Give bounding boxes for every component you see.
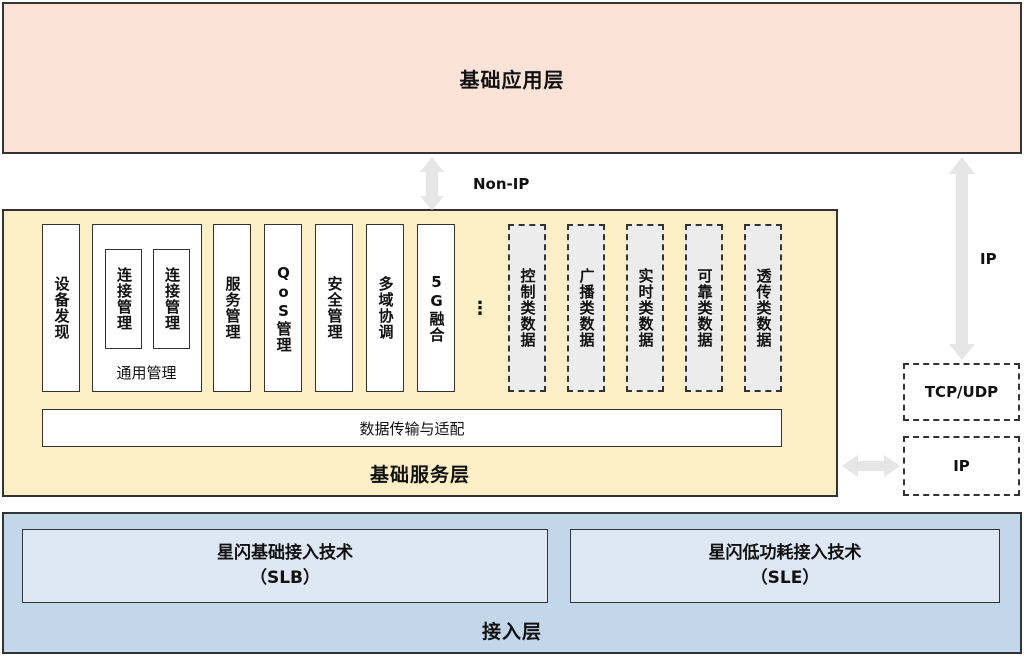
security-management-box: 安全管理 [315, 224, 353, 392]
connection-management-box: 连接管理 [105, 249, 142, 349]
base-application-layer: 基础应用层 [2, 2, 1022, 154]
ip-protocol-box: IP [903, 436, 1020, 496]
service-to-ip-double-arrow [842, 455, 900, 477]
qos-management-label: QoS管理 [274, 263, 293, 353]
5g-convergence-box: 5G融合 [417, 224, 455, 392]
security-management-label: 安全管理 [325, 276, 344, 340]
sle-abbreviation: （SLE） [750, 568, 820, 588]
broadcast-data-label: 广播类数据 [577, 268, 596, 348]
connection-management-box: 连接管理 [153, 249, 190, 349]
service-management-box: 服务管理 [213, 224, 251, 392]
slb-technology-box: 星闪基础接入技术 （SLB） [22, 529, 548, 603]
multi-domain-coordination-box: 多域协调 [366, 224, 404, 392]
general-management-label: 通用管理 [116, 363, 177, 382]
realtime-data-label: 实时类数据 [636, 268, 655, 348]
control-data-box: 控制类数据 [508, 224, 546, 392]
data-transport-adaptation-bar: 数据传输与适配 [42, 409, 782, 447]
slb-abbreviation: （SLB） [249, 568, 321, 588]
control-data-label: 控制类数据 [518, 268, 537, 348]
general-management-box: 连接管理 连接管理 通用管理 [92, 224, 202, 392]
broadcast-data-box: 广播类数据 [567, 224, 605, 392]
qos-management-box: QoS管理 [264, 224, 302, 392]
passthrough-data-label: 透传类数据 [754, 268, 773, 348]
ip-label: IP [980, 250, 997, 268]
multi-domain-coordination-label: 多域协调 [376, 276, 395, 340]
device-discovery-box: 设备发现 [42, 224, 80, 392]
service-management-label: 服务管理 [223, 276, 242, 340]
application-layer-title: 基础应用层 [459, 67, 565, 92]
access-layer-title: 接入层 [481, 620, 542, 643]
service-layer-title: 基础服务层 [369, 463, 470, 486]
5g-convergence-label: 5G融合 [427, 273, 446, 343]
passthrough-data-box: 透传类数据 [744, 224, 782, 392]
sle-technology-name: 星闪低功耗接入技术 [708, 543, 862, 564]
realtime-data-box: 实时类数据 [626, 224, 664, 392]
slb-technology-name: 星闪基础接入技术 [217, 543, 353, 564]
device-discovery-label: 设备发现 [52, 276, 71, 340]
connection-management-label: 连接管理 [115, 267, 133, 331]
reliable-data-label: 可靠类数据 [695, 268, 714, 348]
sle-technology-box: 星闪低功耗接入技术 （SLE） [570, 529, 1000, 603]
ip-double-arrow [949, 157, 975, 360]
connection-management-label: 连接管理 [163, 267, 181, 331]
non-ip-double-arrow [420, 157, 444, 210]
more-modules-ellipsis: ⋮ [471, 297, 489, 319]
non-ip-label: Non-IP [473, 175, 530, 193]
tcp-udp-box: TCP/UDP [903, 363, 1020, 421]
reliable-data-box: 可靠类数据 [685, 224, 723, 392]
